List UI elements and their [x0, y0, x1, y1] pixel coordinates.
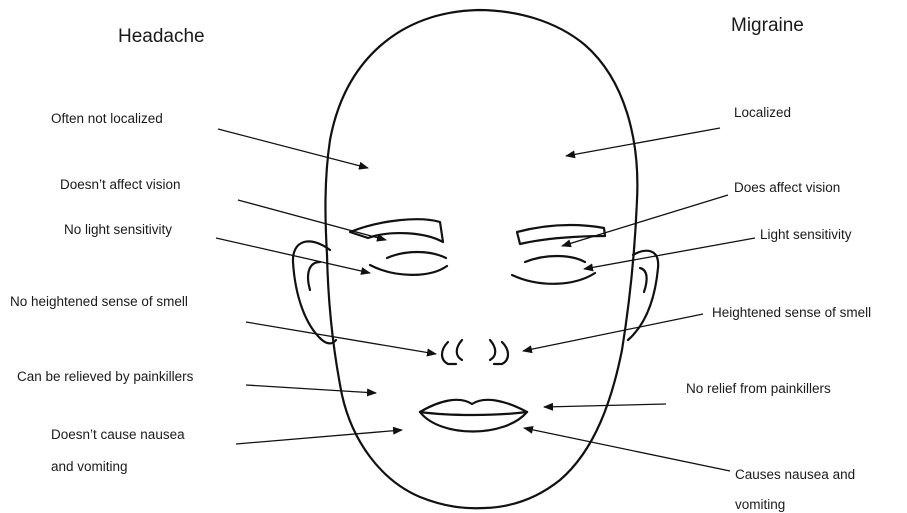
arrow-often-not-localized — [218, 129, 368, 168]
arrow-relieved-by-painkillers — [246, 385, 376, 393]
migraine-label-vomiting: vomiting — [735, 497, 785, 513]
migraine-label-smell: Heightened sense of smell — [712, 305, 871, 321]
arrow-no-heightened-smell — [246, 322, 436, 354]
right-eye-lash — [512, 273, 595, 284]
left-eyebrow — [350, 219, 443, 242]
right-eye-lid — [525, 256, 585, 262]
arrow-doesnt-affect-vision — [238, 200, 386, 240]
migraine-label-light: Light sensitivity — [760, 227, 852, 243]
headache-label-vomiting: and vomiting — [51, 459, 128, 475]
arrow-localized — [566, 128, 720, 156]
headache-label-nausea: Doesn’t cause nausea — [51, 427, 185, 443]
upper-lip — [420, 400, 527, 412]
nose-right-nostril — [490, 340, 495, 360]
arrow-light-sensitivity — [584, 238, 755, 269]
left-eye-lid — [387, 252, 446, 258]
left-ear-inner — [308, 262, 320, 290]
arrow-causes-nausea — [524, 428, 730, 471]
headache-label-painkillers: Can be relieved by painkillers — [17, 369, 193, 385]
right-eyebrow — [517, 225, 605, 244]
lip-line — [420, 412, 527, 415]
arrow-does-affect-vision — [562, 195, 728, 246]
left-eye-lash — [370, 265, 447, 275]
migraine-label-localized: Localized — [734, 105, 791, 121]
nose-left — [442, 342, 456, 364]
migraine-label-painkillers: No relief from painkillers — [686, 381, 831, 397]
headache-label-smell: No heightened sense of smell — [10, 294, 188, 310]
headache-label-vision: Doesn’t affect vision — [60, 177, 181, 193]
right-ear-inner — [640, 268, 647, 292]
migraine-label-nausea: Causes nausea and — [735, 467, 855, 483]
arrow-no-relief — [544, 404, 666, 407]
migraine-header: Migraine — [731, 15, 804, 37]
headache-label-not-localized: Often not localized — [51, 111, 163, 127]
arrow-heightened-smell — [523, 314, 703, 351]
headache-header: Headache — [118, 26, 205, 48]
headache-label-light: No light sensitivity — [64, 222, 172, 238]
nose-left-nostril — [457, 340, 462, 360]
migraine-label-vision: Does affect vision — [734, 180, 840, 196]
arrow-no-nausea — [236, 430, 402, 444]
head-outline — [325, 10, 637, 508]
